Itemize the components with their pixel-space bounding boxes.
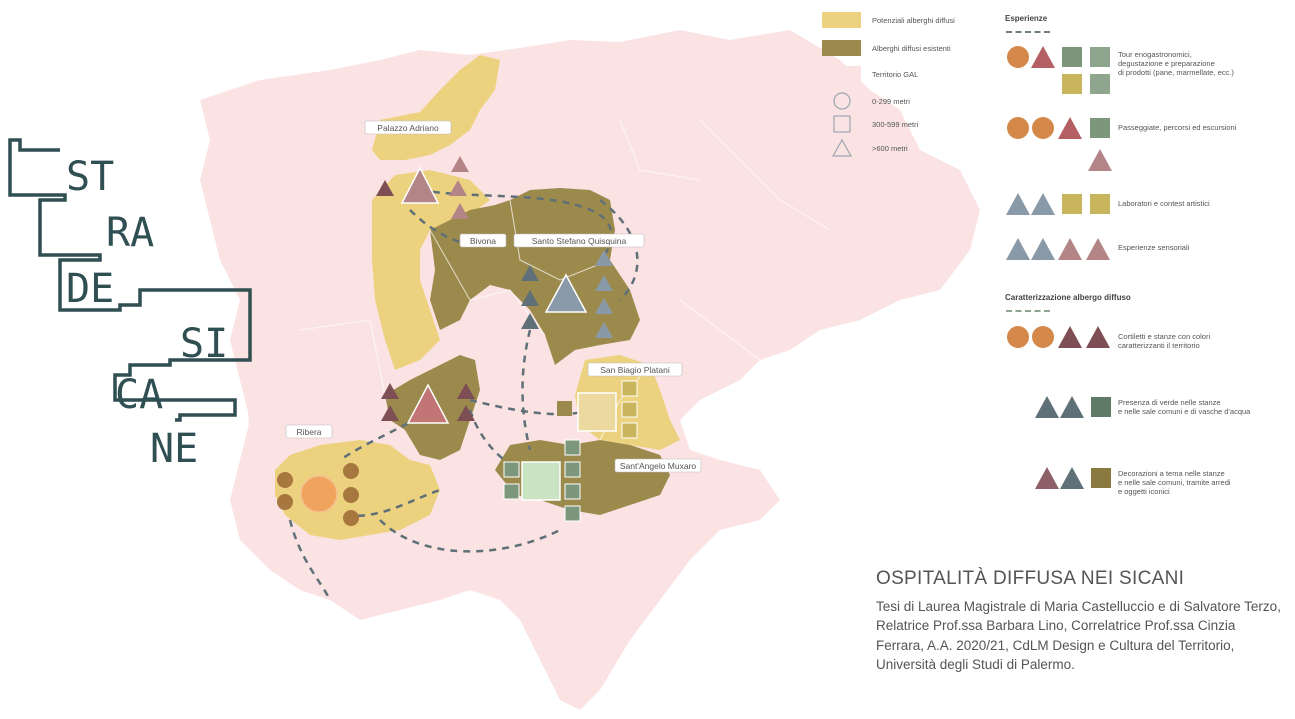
label-ribera: Ribera bbox=[296, 427, 321, 437]
legend-potenziali-label: Potenziali alberghi diffusi bbox=[872, 16, 955, 25]
legend-experience-item: Laboratori e contest artistici bbox=[1118, 199, 1210, 208]
legend-experiences-dash bbox=[1006, 31, 1050, 33]
label-san-biagio: San Biagio Platani bbox=[600, 365, 670, 375]
label-palazzo-adriano: Palazzo Adriano bbox=[377, 123, 439, 133]
logo-de: DE bbox=[66, 266, 114, 312]
logo: ST RA DE SI CA NE bbox=[8, 138, 252, 472]
legend-territorio-label: Territorio GAL bbox=[872, 70, 919, 79]
legend-character-item: Presenza di verde nelle stanze e nelle s… bbox=[1118, 398, 1251, 416]
legend-character-item: Decorazioni a tema nelle stanze e nelle … bbox=[1118, 469, 1231, 496]
markers-sant-angelo bbox=[503, 439, 581, 522]
credits-title: OSPITALITÀ DIFFUSA NEI SICANI bbox=[876, 568, 1185, 589]
legend-experience-item: Passeggiate, percorsi ed escursioni bbox=[1118, 123, 1237, 132]
label-sant-angelo: Sant'Angelo Muxaro bbox=[620, 461, 697, 471]
markers-ribera bbox=[277, 463, 359, 526]
legend-character-item: Cortiletti e stanze con colori caratteri… bbox=[1118, 332, 1211, 350]
markers-palazzo-adriano bbox=[376, 156, 469, 219]
label-santo-stefano: Santo Stefano Quisquina bbox=[532, 236, 627, 246]
legend-main-symbols bbox=[822, 12, 861, 157]
legend-character-dash bbox=[1006, 310, 1050, 312]
legend-experiences-title: Esperienze bbox=[1005, 14, 1048, 23]
logo-st: ST bbox=[66, 154, 114, 200]
legend-character-title: Caratterizzazione albergo diffuso bbox=[1005, 293, 1131, 302]
label-bivona: Bivona bbox=[470, 236, 496, 246]
logo-ca: CA bbox=[115, 372, 163, 418]
legend-esistenti-label: Alberghi diffusi esistenti bbox=[872, 44, 951, 53]
internal-borders bbox=[299, 119, 831, 441]
area-potenziali-ribera bbox=[275, 440, 440, 540]
markers-center bbox=[381, 383, 475, 424]
gal-territory-south bbox=[560, 530, 650, 700]
logo-ne: NE bbox=[150, 426, 198, 472]
legend-experience-symbols bbox=[1006, 46, 1112, 489]
markers-santo-stefano bbox=[521, 250, 613, 338]
logo-si: SI bbox=[180, 321, 228, 367]
legend-square-label: 300-599 metri bbox=[872, 120, 919, 129]
credits-body: Tesi di Laurea Magistrale di Maria Caste… bbox=[876, 599, 1281, 673]
legend-experience-item: Esperienze sensoriali bbox=[1118, 243, 1190, 252]
gal-territory-west bbox=[240, 290, 300, 440]
legend-triangle-label: >600 metri bbox=[872, 144, 908, 153]
logo-frame bbox=[8, 138, 252, 422]
town-labels: Palazzo Adriano Bivona Santo Stefano Qui… bbox=[285, 120, 702, 473]
logo-ra: RA bbox=[106, 210, 154, 256]
legend-experience-item: Tour enogastronomici, degustazione e pre… bbox=[1118, 50, 1234, 77]
area-potenziali-west bbox=[372, 170, 490, 370]
legend-circle-label: 0-299 metri bbox=[872, 97, 910, 106]
markers-san-biagio bbox=[557, 380, 638, 439]
